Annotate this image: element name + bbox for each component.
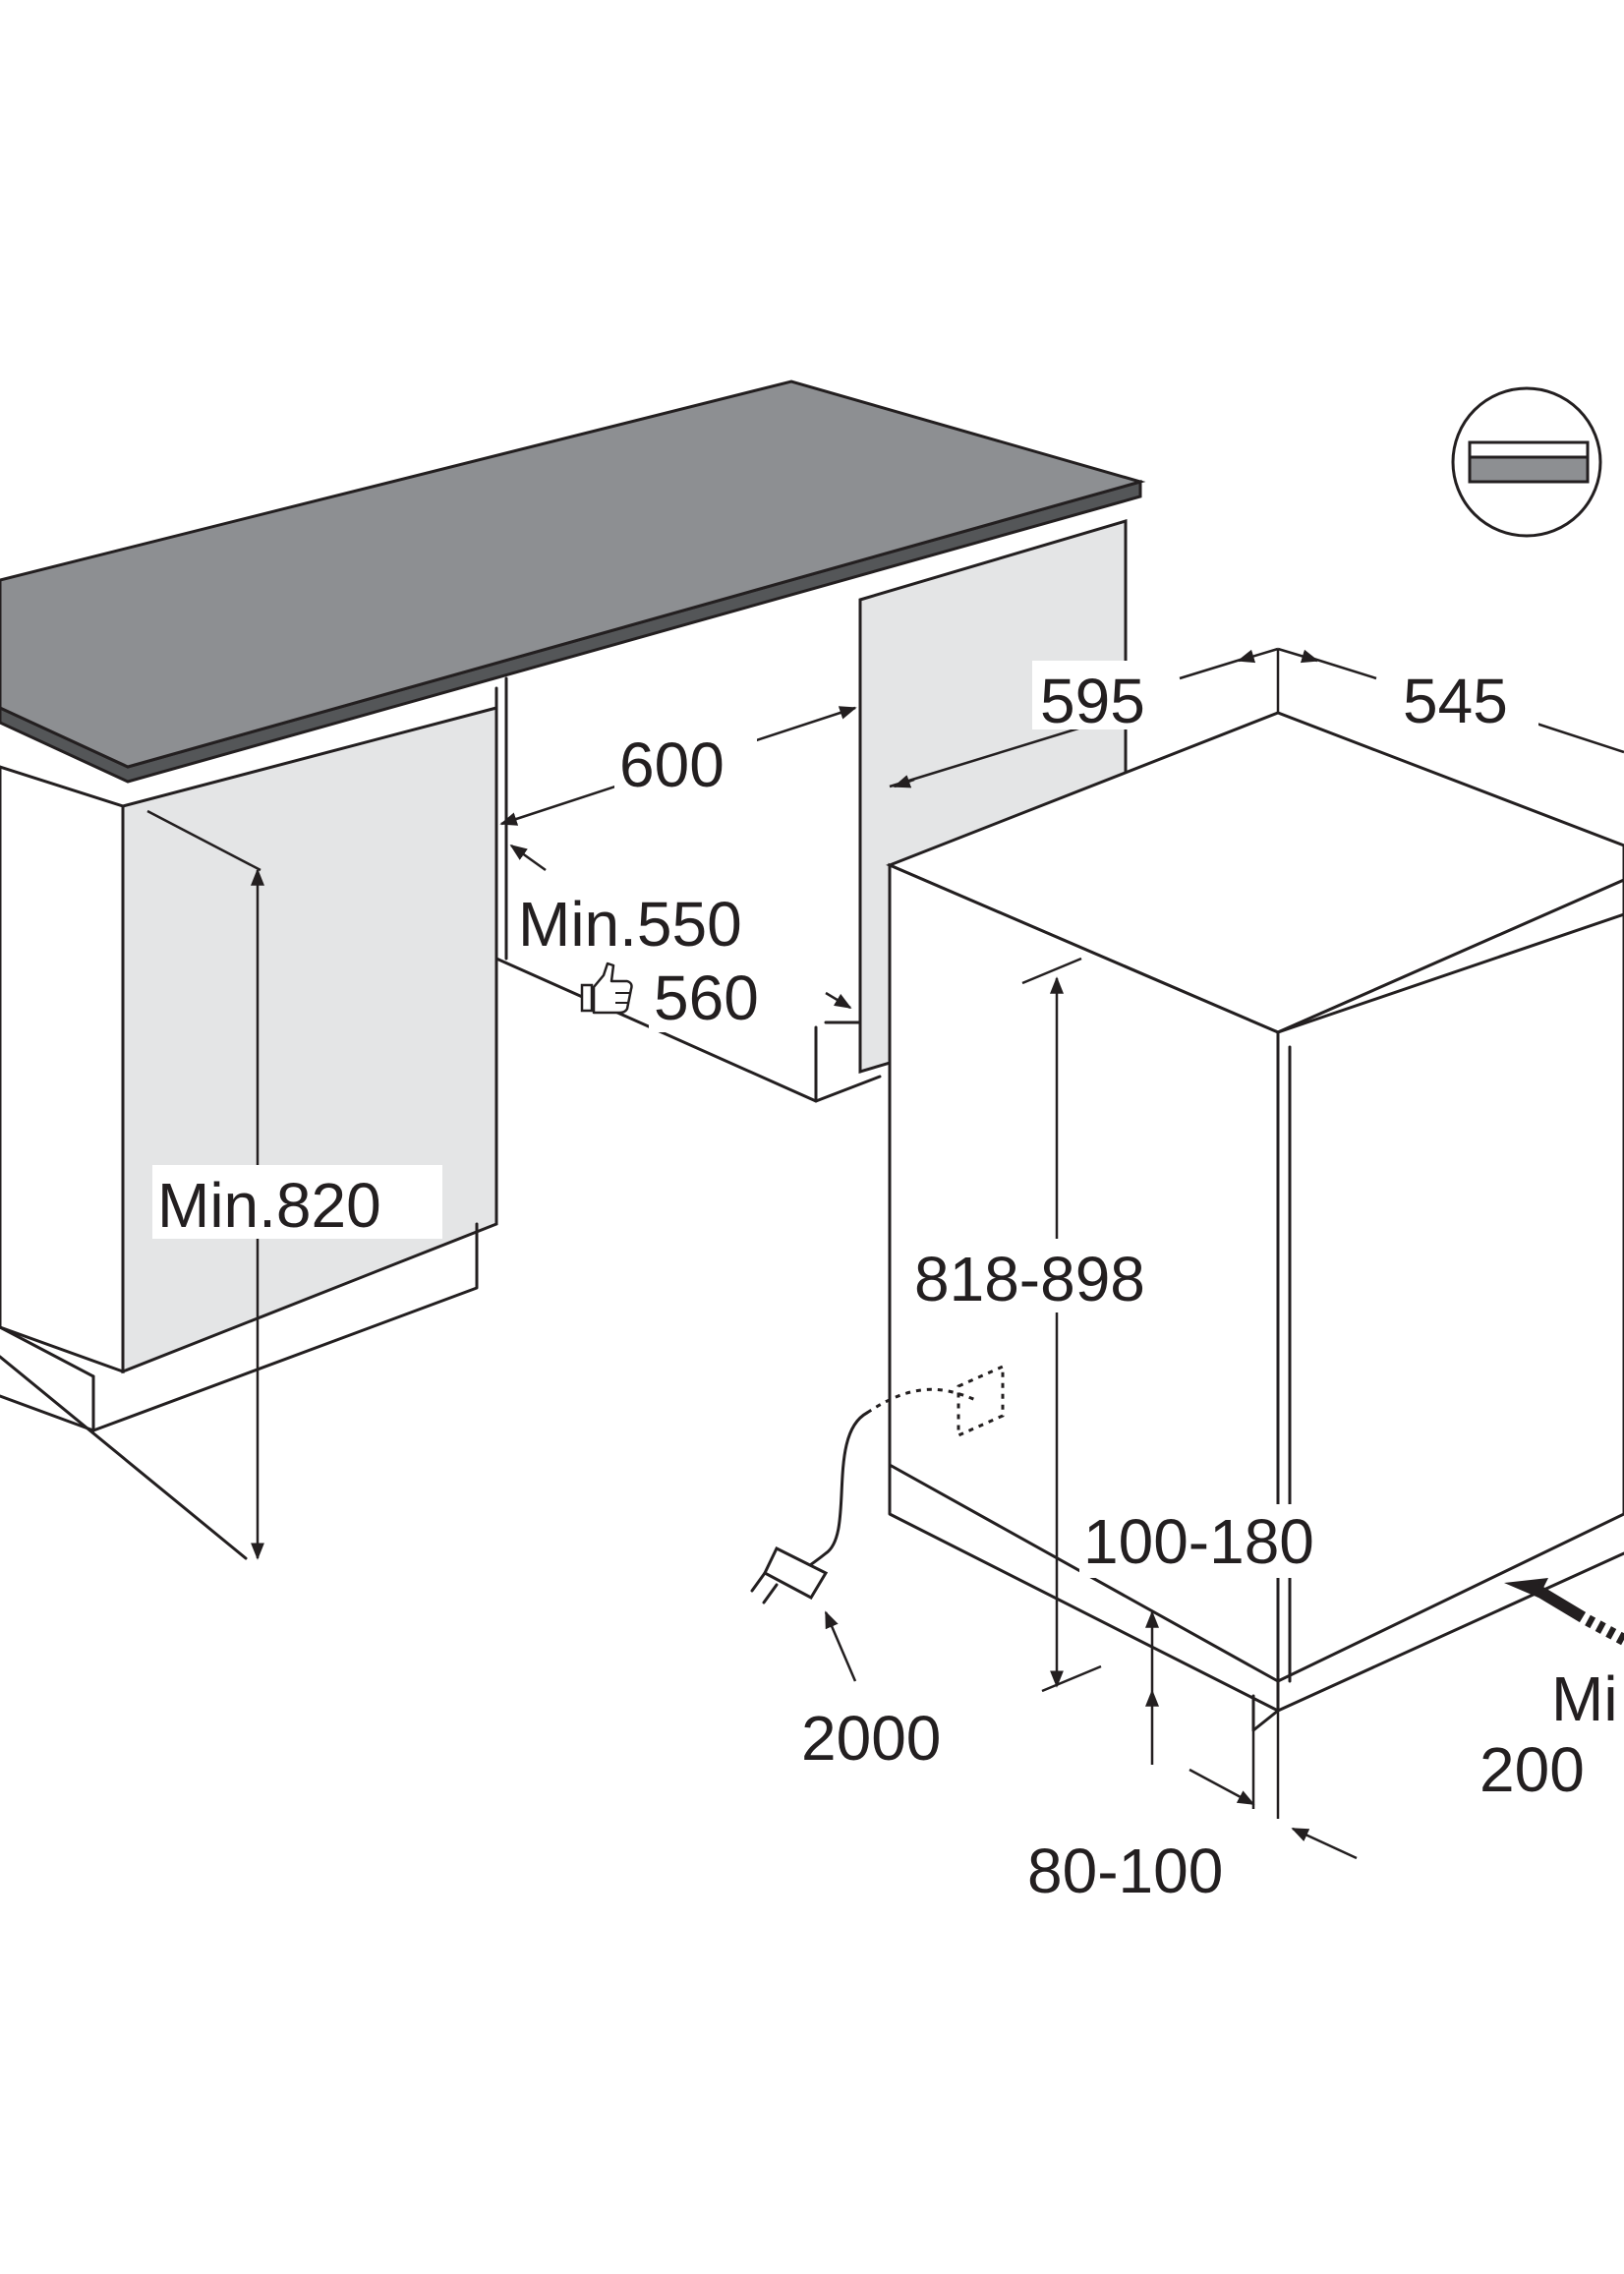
dim-side-clearance-value: 200 <box>1479 1734 1585 1805</box>
dim-plinth-height: 100-180 <box>1083 1506 1314 1577</box>
worktop-detail-icon <box>1451 386 1602 538</box>
dimension-labels: 600 595 545 Min.550 560 Min.820 818-898 … <box>152 661 1618 1906</box>
worktop-top <box>0 379 1146 769</box>
dim-appliance-height: 818-898 <box>914 1244 1145 1314</box>
dim-cabinet-height-min: Min.820 <box>157 1170 381 1241</box>
power-plug-icon <box>750 1545 829 1604</box>
dim-niche-width: 600 <box>619 729 725 800</box>
power-cord <box>750 1364 1005 1604</box>
cabinet-left-side <box>0 765 125 1374</box>
dim-niche-depth-recommended: 560 <box>654 962 759 1033</box>
dishwasher-front <box>1276 878 1624 1684</box>
socket-icon <box>957 1364 1005 1438</box>
dimension-lines <box>146 647 1624 1860</box>
dim-appliance-width: 595 <box>1040 666 1145 736</box>
dim-niche-depth-min: Min.550 <box>518 889 742 960</box>
thumbs-up-icon <box>580 962 633 1015</box>
dim-plinth-depth: 80-100 <box>1027 1836 1223 1906</box>
side-clearance-arrow <box>1504 1578 1624 1646</box>
dim-appliance-depth: 545 <box>1403 666 1508 736</box>
cabinet-left-front-panel <box>121 706 498 1374</box>
dishwasher <box>886 649 1624 1732</box>
dim-side-clearance-label: Mi <box>1551 1663 1618 1734</box>
dim-power-cord-length: 2000 <box>801 1703 941 1774</box>
